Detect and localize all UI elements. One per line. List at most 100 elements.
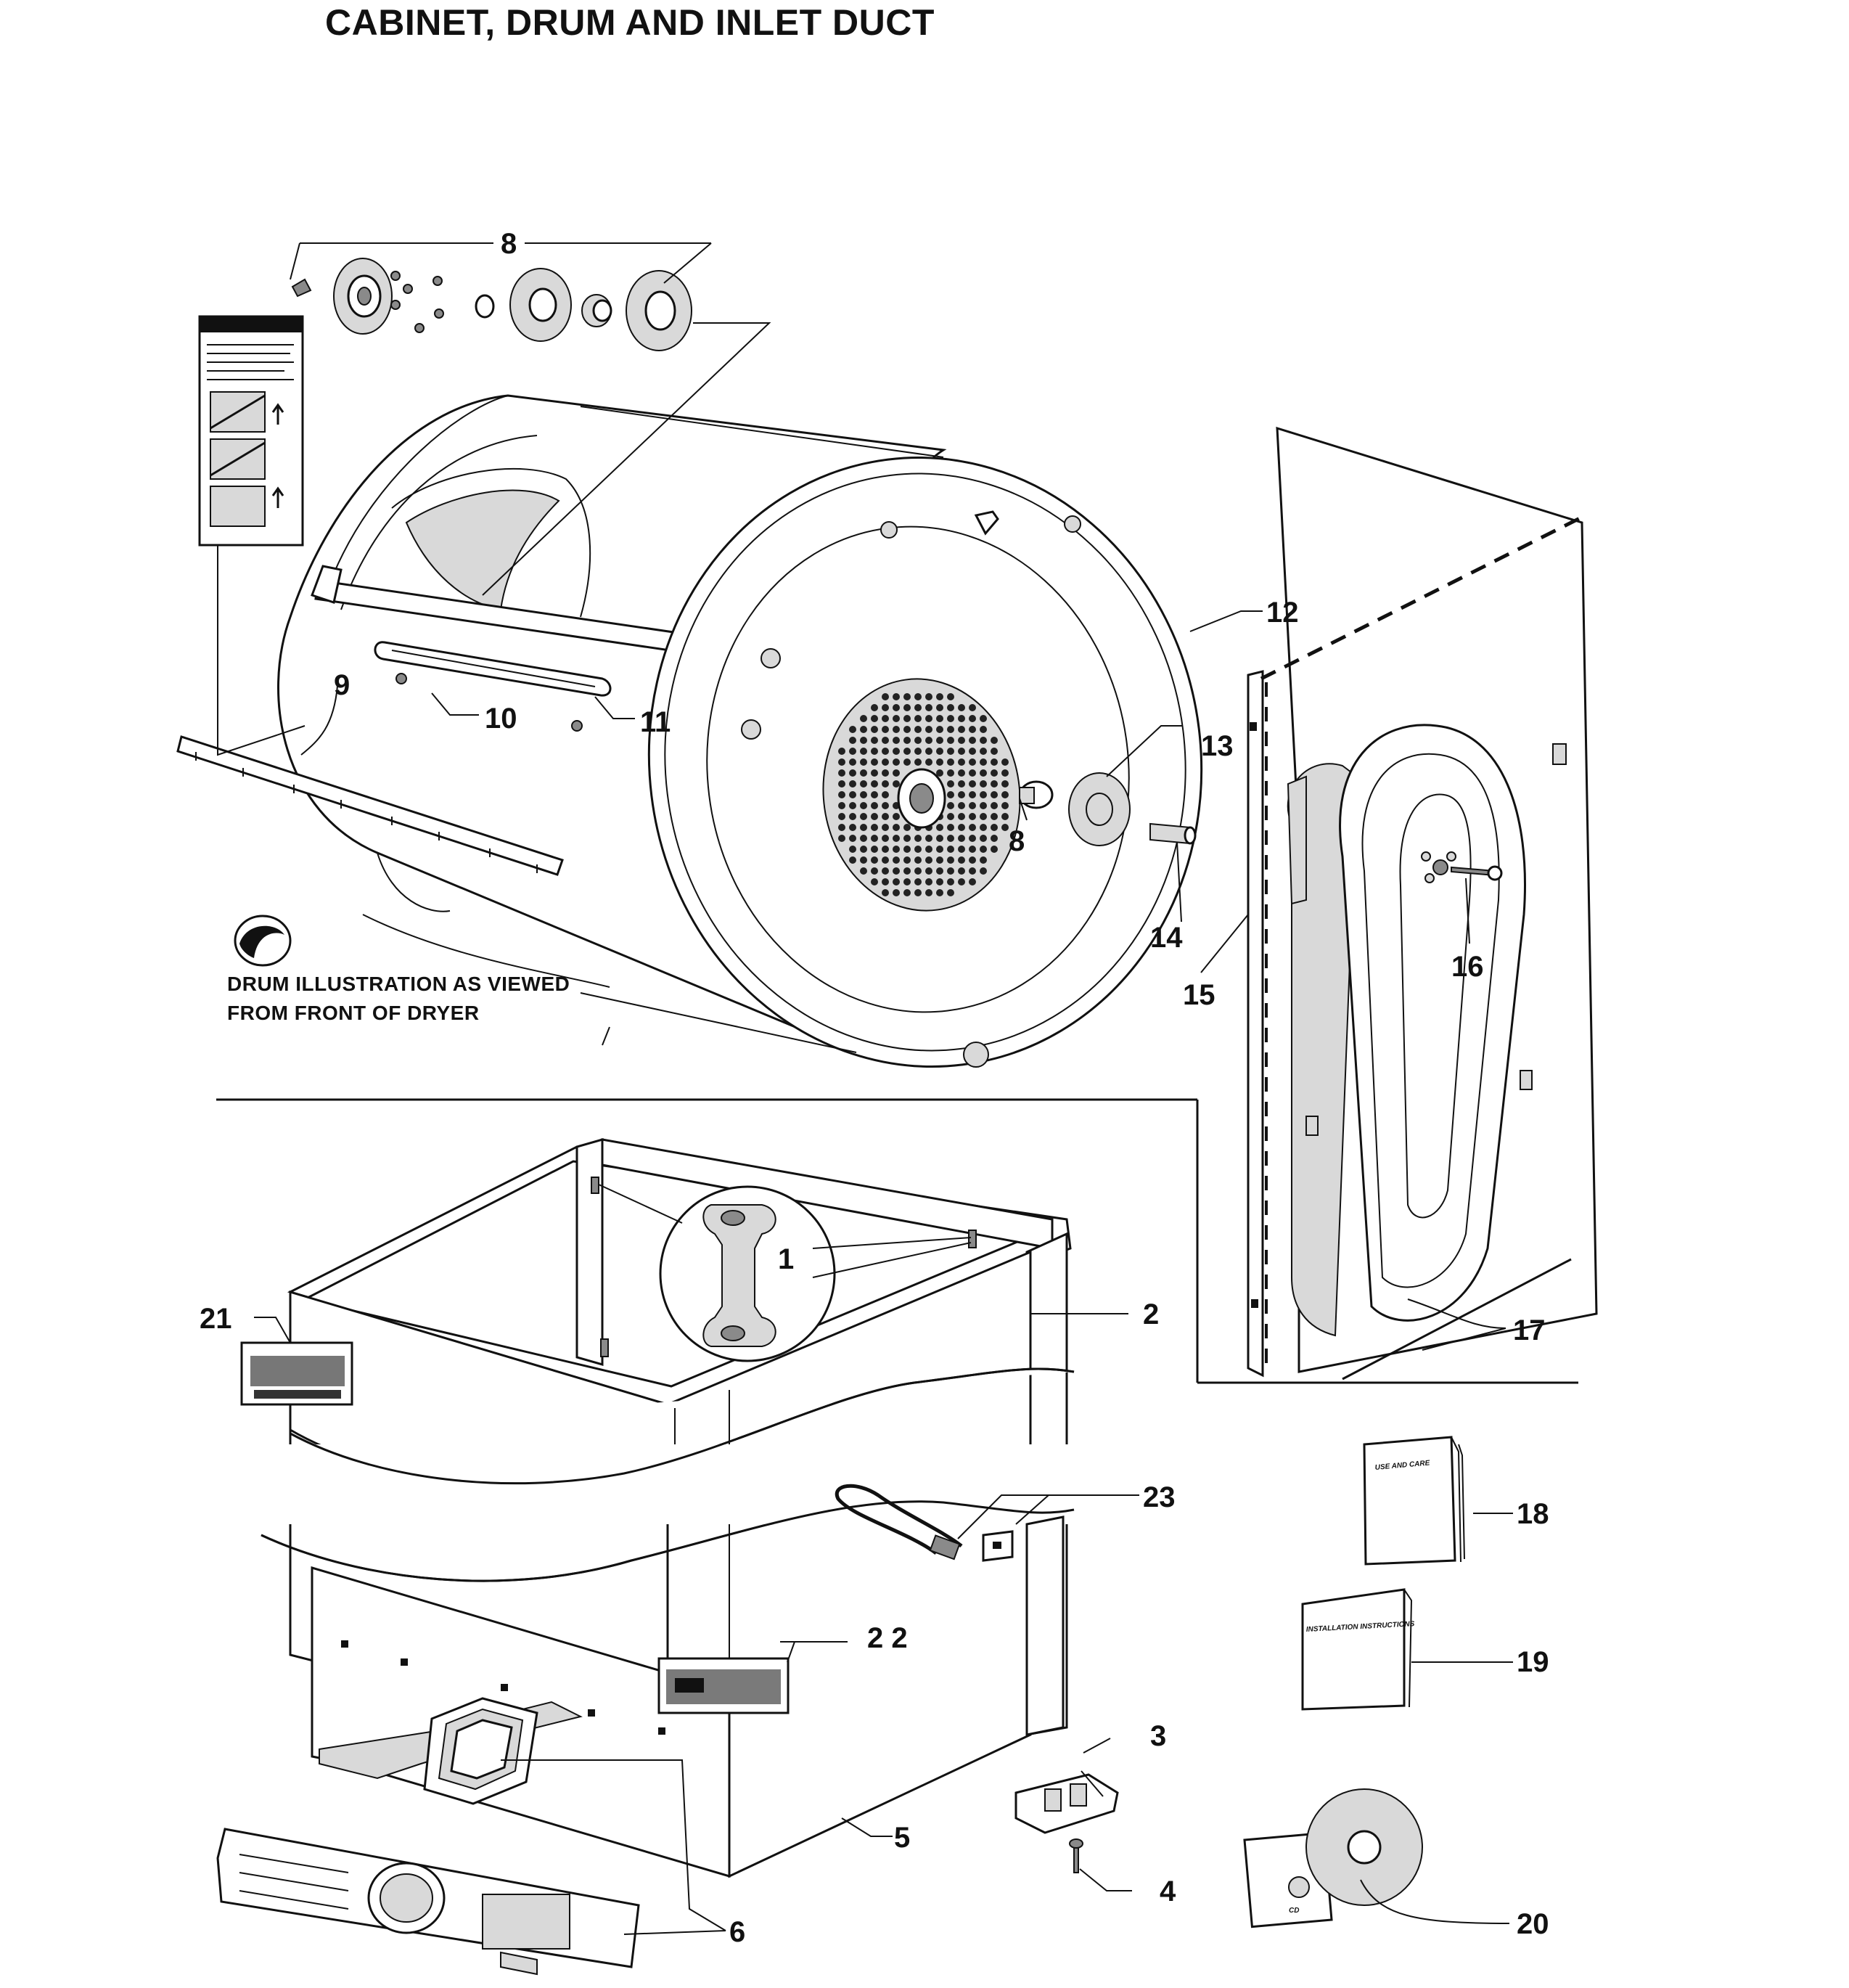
perforation-hole — [838, 813, 845, 820]
perforation-hole — [893, 824, 900, 831]
perforation-hole — [947, 846, 954, 853]
perforation-hole — [893, 867, 900, 875]
perforation-hole — [958, 715, 965, 722]
perforation-hole — [849, 835, 856, 842]
perforation-hole — [958, 856, 965, 864]
perforation-hole — [871, 813, 878, 820]
perforation-hole — [838, 748, 845, 755]
perforation-hole — [936, 856, 943, 864]
perforation-hole — [903, 889, 911, 896]
perforation-hole — [914, 715, 922, 722]
perforation-hole — [849, 791, 856, 798]
perforation-hole — [871, 704, 878, 711]
perforation-hole — [980, 715, 987, 722]
perforation-hole — [1001, 824, 1009, 831]
perforation-hole — [903, 846, 911, 853]
perforation-hole — [893, 835, 900, 842]
perforation-hole — [914, 889, 922, 896]
perforation-hole — [914, 835, 922, 842]
perforation-hole — [947, 726, 954, 733]
perforation-hole — [893, 856, 900, 864]
perforation-hole — [838, 824, 845, 831]
perforation-hole — [969, 715, 976, 722]
perforation-hole — [849, 824, 856, 831]
perforation-hole — [958, 846, 965, 853]
perforation-hole — [893, 813, 900, 820]
callout-6: 6 — [729, 1916, 745, 1948]
perforation-hole — [882, 824, 889, 831]
perforation-hole — [980, 758, 987, 766]
drum-note-line-2: FROM FRONT OF DRYER — [227, 1002, 480, 1024]
perforation-hole — [838, 758, 845, 766]
perforation-hole — [936, 835, 943, 842]
perforation-hole — [914, 726, 922, 733]
perforation-hole — [882, 715, 889, 722]
callout-10: 10 — [485, 703, 517, 735]
perforation-hole — [980, 769, 987, 777]
perforation-hole — [1001, 769, 1009, 777]
callout-3: 3 — [1150, 1720, 1166, 1752]
perforation-hole — [860, 726, 867, 733]
perforation-hole — [893, 758, 900, 766]
perforation-hole — [958, 780, 965, 788]
perforation-hole — [947, 813, 954, 820]
perforation-hole — [958, 758, 965, 766]
callout-16: 16 — [1451, 951, 1484, 983]
perforation-hole — [860, 867, 867, 875]
perforation-hole — [914, 704, 922, 711]
perforation-hole — [860, 780, 867, 788]
perforation-hole — [936, 878, 943, 885]
perforation-hole — [882, 693, 889, 700]
diagram-title: CABINET, DRUM AND INLET DUCT — [325, 2, 935, 43]
perforation-hole — [849, 758, 856, 766]
perforation-hole — [991, 846, 998, 853]
perforation-hole — [860, 835, 867, 842]
perforation-hole — [893, 769, 900, 777]
perforation-hole — [936, 846, 943, 853]
perforation-hole — [903, 878, 911, 885]
perforation-hole — [882, 889, 889, 896]
perforation-hole — [838, 791, 845, 798]
perforation-hole — [893, 878, 900, 885]
perforation-hole — [860, 856, 867, 864]
perforation-hole — [871, 856, 878, 864]
cd-label-text: CD — [1289, 1907, 1299, 1915]
perforation-hole — [980, 791, 987, 798]
perforation-hole — [969, 758, 976, 766]
callout-8-top: 8 — [501, 228, 517, 260]
perforation-hole — [914, 867, 922, 875]
perforation-hole — [936, 769, 943, 777]
perforation-hole — [903, 704, 911, 711]
perforation-hole — [980, 813, 987, 820]
perforation-hole — [871, 846, 878, 853]
perforation-hole — [882, 726, 889, 733]
perforation-hole — [903, 748, 911, 755]
callout-13: 13 — [1201, 730, 1234, 762]
perforation-hole — [1001, 802, 1009, 809]
perforation-hole — [969, 704, 976, 711]
perforation-hole — [947, 769, 954, 777]
perforation-hole — [936, 758, 943, 766]
perforation-hole — [882, 737, 889, 744]
perforation-hole — [838, 835, 845, 842]
callout-5: 5 — [894, 1822, 910, 1854]
perforation-hole — [882, 802, 889, 809]
perforation-hole — [980, 748, 987, 755]
perforation-hole — [980, 726, 987, 733]
perforation-hole — [936, 726, 943, 733]
perforation-hole — [903, 737, 911, 744]
drum-roller-detail — [591, 1177, 977, 1362]
perforation-hole — [936, 715, 943, 722]
perforation-hole — [893, 889, 900, 896]
perforation-hole — [849, 726, 856, 733]
perforation-hole — [849, 846, 856, 853]
perforation-hole — [882, 846, 889, 853]
perforation-hole — [958, 748, 965, 755]
perforation-hole — [980, 802, 987, 809]
drum-assembly — [277, 394, 1203, 1068]
perforation-hole — [947, 780, 954, 788]
perforation-hole — [936, 867, 943, 875]
perforation-hole — [947, 878, 954, 885]
perforation-hole — [969, 737, 976, 744]
perforation-hole — [871, 769, 878, 777]
